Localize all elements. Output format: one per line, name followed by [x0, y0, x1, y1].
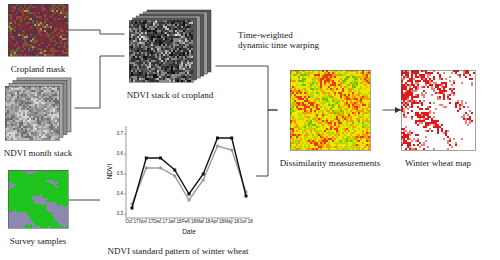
tick-label: Apr 18: [211, 220, 224, 225]
raster-cells: [5, 86, 59, 140]
y-ticks: [124, 134, 126, 214]
raster-cells: [401, 70, 475, 150]
axis-title: NDVI: [106, 164, 113, 180]
raster-images: [5, 4, 475, 228]
image-caption: NDVI standard pattern of winter wheat: [107, 246, 248, 256]
tick-label: 0.5: [117, 172, 123, 177]
raster-cells: [8, 4, 68, 56]
flow-connector: [216, 66, 278, 110]
flow-connector: [68, 30, 125, 34]
image-caption: NDVI month stack: [4, 148, 73, 158]
raster-cells: [129, 20, 193, 82]
raster-cells: [8, 4, 68, 56]
tick-label: Dec 17: [153, 220, 167, 225]
wheat-map-image: [401, 70, 475, 150]
diamond-markers: [130, 144, 248, 206]
sample-series: [132, 146, 246, 204]
raster-cells: [401, 70, 475, 150]
tick-label: Feb 18: [182, 220, 196, 225]
square-markers: [131, 137, 248, 210]
raster-cells: [129, 20, 193, 82]
raster-cells: [290, 70, 370, 150]
tick-label: 0.4: [117, 192, 123, 197]
flow-connector: [75, 56, 125, 108]
dissimilarity-image: [290, 70, 370, 150]
raster-cells: [8, 4, 68, 56]
image-caption: Survey samples: [10, 236, 67, 246]
tick-label: Mar 18: [196, 220, 210, 225]
image-caption: Dissimilarity measurements: [280, 158, 381, 168]
raster-cells: [5, 86, 59, 140]
tick-label: 0.7: [117, 132, 123, 137]
tick-label: Jun 18: [239, 220, 253, 225]
y-axis: [126, 126, 127, 218]
image-frame: [401, 70, 475, 150]
chart-panel: NDVI standard pattern of winter wheat: [100, 122, 256, 258]
input-image: Cropland mask: [8, 4, 68, 76]
ndvi-chart: [124, 126, 250, 220]
raster-cells: [129, 22, 193, 82]
image-stack: NDVI stack of cropland: [125, 10, 216, 102]
raster-cells: [129, 20, 193, 82]
input-image: NDVI month stack: [2, 78, 75, 160]
raster-cells: [5, 86, 59, 140]
result-image: Dissimilarity measurements: [278, 70, 383, 170]
standard-series: [132, 138, 246, 208]
tick-label: May 18: [224, 220, 239, 225]
raster-cells: [5, 86, 59, 140]
raster-cells: [8, 170, 68, 228]
tick-label: Oct 17: [125, 220, 138, 225]
cropland-image: [8, 4, 68, 56]
image-caption: Cropland mask: [11, 64, 66, 74]
tick-label: Nov 17: [139, 220, 153, 225]
raster-cells: [5, 86, 59, 140]
image-frame: [5, 86, 59, 140]
raster-cells: [290, 70, 370, 150]
flow-connector: [383, 110, 402, 111]
survey-image: [8, 170, 68, 228]
raster-cells: [290, 70, 370, 150]
raster-cells: [290, 70, 370, 150]
x-axis: [126, 218, 250, 219]
raster-cells: [8, 4, 68, 56]
image-frame: [290, 70, 370, 150]
image-frame: [8, 4, 68, 56]
result-image: Winter wheat map: [401, 70, 475, 170]
raster-cells: [8, 10, 66, 56]
input-image: Survey samples: [8, 170, 69, 248]
ndvi-month-image: [5, 86, 59, 140]
image-caption: NDVI stack of cropland: [127, 90, 214, 100]
image-frame: [8, 170, 68, 228]
tick-label: Jan 18: [168, 220, 182, 225]
raster-cells: [8, 170, 68, 228]
tick-label: 0.6: [117, 152, 123, 157]
image-caption: Winter wheat map: [405, 158, 471, 168]
ndvi-cropland-image: [129, 20, 193, 82]
flow-connector: [69, 200, 101, 201]
tick-label: 0.3: [117, 212, 123, 217]
flow-connector: [256, 110, 278, 176]
axis-title: Date: [182, 228, 196, 235]
raster-cells: [129, 20, 193, 82]
method-label: Time-weighted dynamic time warping: [238, 30, 324, 51]
image-frame: [129, 20, 193, 82]
raster-cells: [42, 22, 64, 42]
